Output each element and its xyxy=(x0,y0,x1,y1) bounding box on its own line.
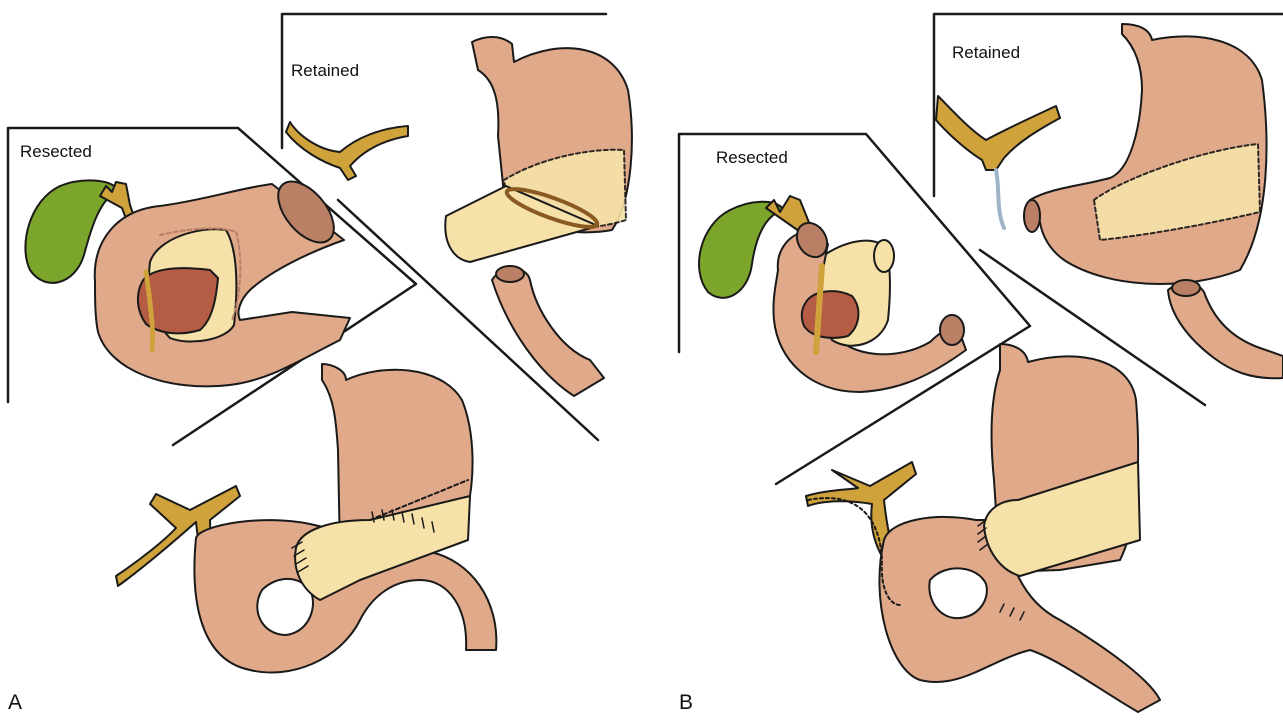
resected-specimen-a xyxy=(25,172,350,387)
panel-letter-b: B xyxy=(679,692,693,713)
jejunum-lumen xyxy=(1172,280,1200,296)
tumor xyxy=(802,291,859,338)
resected-specimen-b xyxy=(699,196,966,392)
retained-label-a: Retained xyxy=(291,62,359,79)
reconstruction-b xyxy=(806,344,1160,712)
panel-b xyxy=(679,14,1283,712)
pancreas-lumen xyxy=(874,240,894,272)
resected-label-a: Resected xyxy=(20,143,92,160)
jejunum-lumen xyxy=(496,266,524,282)
retained-label-b: Retained xyxy=(952,44,1020,61)
retained-organs-b xyxy=(936,24,1283,378)
hepatic-duct-remnant xyxy=(936,96,1060,170)
reconstruction-a xyxy=(116,364,496,673)
duodenal-stump-lumen xyxy=(1024,200,1040,232)
panel-letter-a: A xyxy=(8,692,22,713)
jejunum-end-lumen xyxy=(940,315,964,345)
panel-a xyxy=(8,14,632,673)
jejunum xyxy=(1168,283,1283,379)
stent xyxy=(996,170,1004,228)
hepatic-duct-remnant xyxy=(286,122,408,180)
resected-label-b: Resected xyxy=(716,149,788,166)
jejunum xyxy=(492,269,604,396)
gallbladder xyxy=(699,202,784,298)
